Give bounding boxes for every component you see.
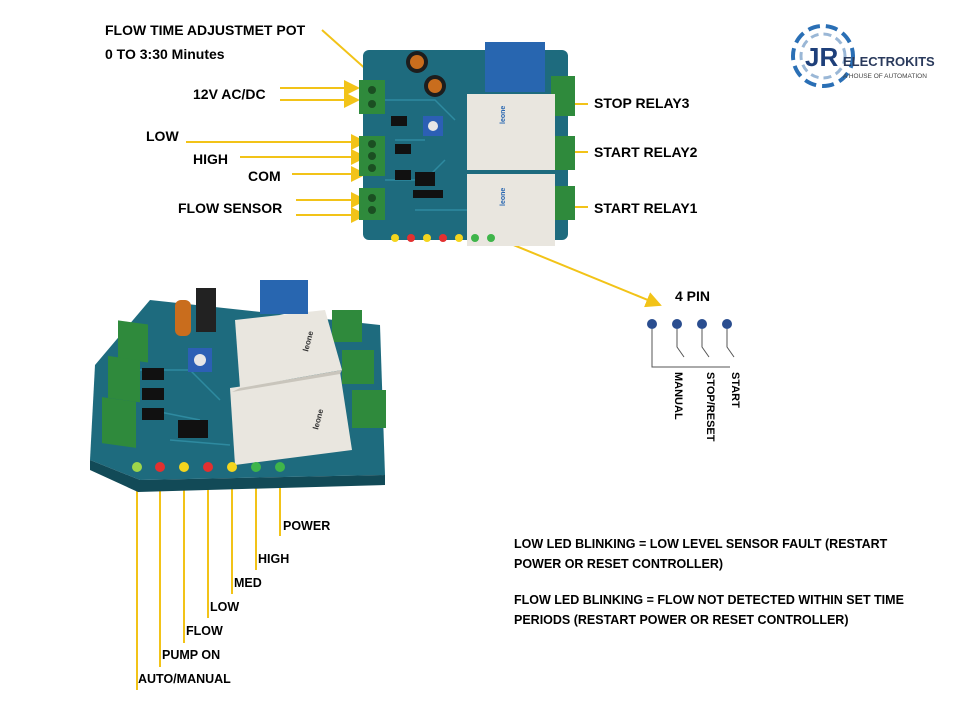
pcb-angle-view: leone leone: [90, 280, 386, 492]
logo-tagline: A HOUSE OF AUTOMATION: [843, 73, 927, 80]
four-pin-diagram: [647, 319, 735, 368]
jr-electrokits-logo: JR ELECTROKITS A HOUSE OF AUTOMATION: [785, 18, 935, 98]
small-relay: [485, 42, 545, 92]
led-high-label: HIGH: [258, 552, 290, 566]
low-led-note: LOW LED BLINKING = LOW LEVEL SENSOR FAUL…: [514, 537, 888, 571]
power-label: 12V AC/DC: [193, 86, 266, 102]
start-relay1-label: START RELAY1: [594, 200, 698, 216]
start-relay2-label: START RELAY2: [594, 144, 698, 160]
terminal-flow: [359, 188, 385, 220]
com-input-label: COM: [248, 168, 281, 184]
logo-name: ELECTROKITS: [843, 54, 935, 69]
pin-manual-label: MANUAL: [672, 372, 684, 420]
terminal-power: [359, 80, 385, 114]
pcb-top-view: leone leone: [359, 42, 575, 246]
relay-2: [467, 94, 555, 170]
four-pin-title: 4 PIN: [675, 288, 711, 304]
four-pin-header: [413, 190, 443, 198]
pot-range-label: 0 TO 3:30 Minutes: [105, 46, 225, 62]
relay-1: [467, 174, 555, 246]
svg-text:leone: leone: [500, 106, 507, 124]
pot-label: FLOW TIME ADJUSTMET POT: [105, 22, 306, 38]
led-flow-label: FLOW: [186, 624, 223, 638]
led-auto-manual-label: AUTO/MANUAL: [138, 672, 231, 686]
flow-led-note: FLOW LED BLINKING = FLOW NOT DETECTED WI…: [514, 593, 904, 627]
logo-mark-icon: JR ELECTROKITS A HOUSE OF AUTOMATION: [791, 24, 935, 88]
led-low-label: LOW: [210, 600, 240, 614]
flow-sensor-label: FLOW SENSOR: [178, 200, 283, 216]
led-pump-on-label: PUMP ON: [162, 648, 221, 662]
pin-start-label: START: [729, 372, 741, 408]
stop-relay-label: STOP RELAY3: [594, 95, 690, 111]
low-input-label: LOW: [146, 128, 179, 144]
led-power-label: POWER: [283, 519, 331, 533]
logo-mark-text: JR: [805, 42, 838, 72]
high-input-label: HIGH: [193, 151, 228, 167]
led-med-label: MED: [234, 576, 262, 590]
svg-text:leone: leone: [500, 188, 507, 206]
pin-stop-reset-label: STOP/RESET: [704, 372, 716, 442]
